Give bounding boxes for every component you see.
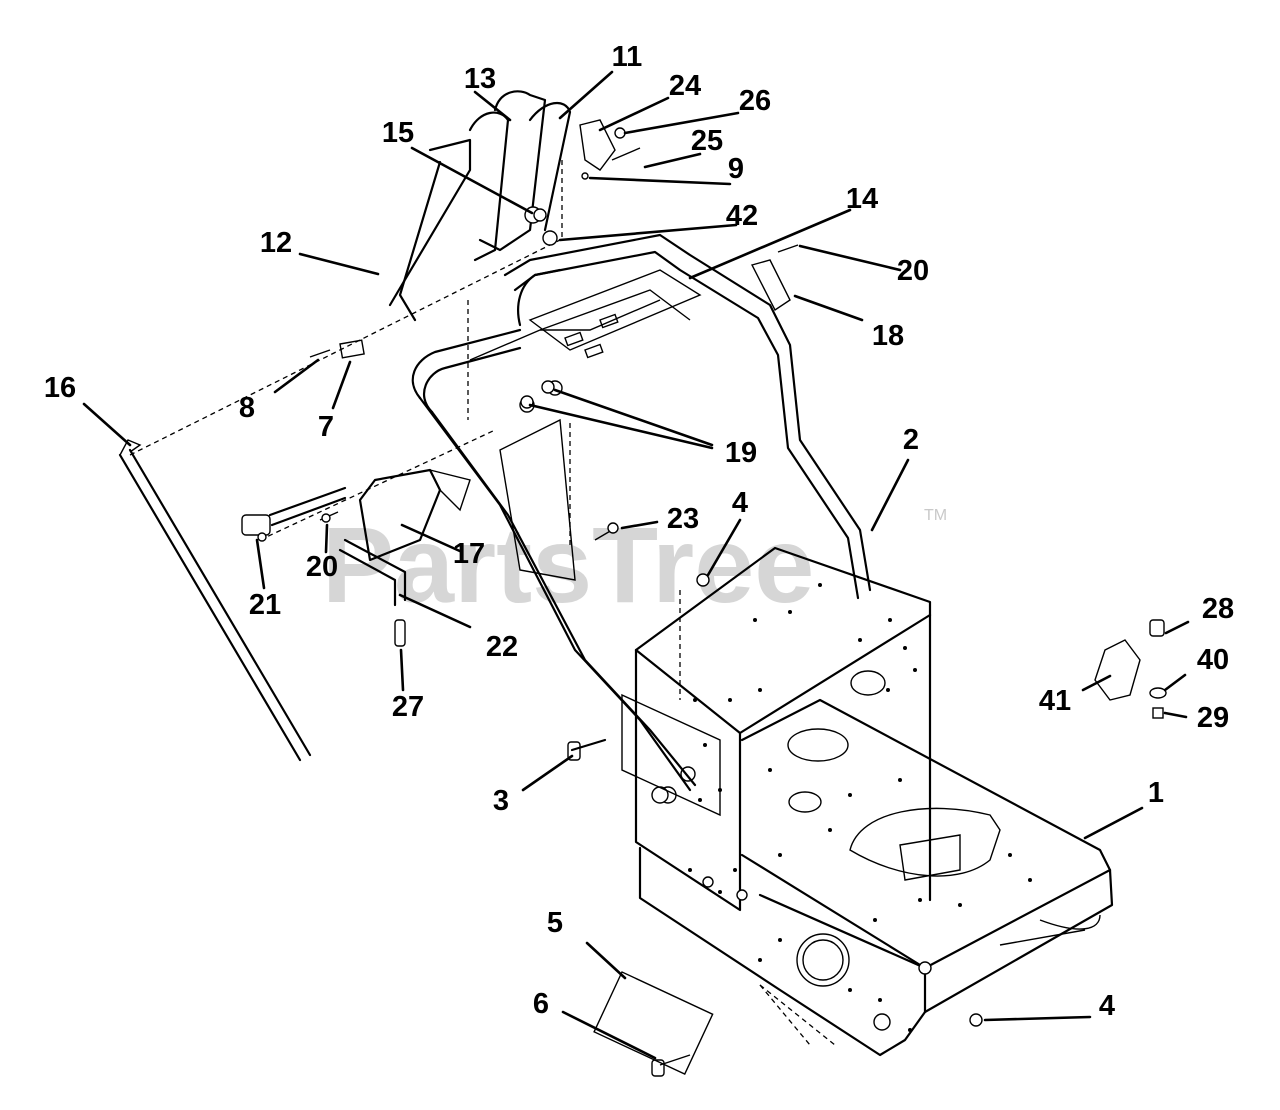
callout-9: 9 <box>728 153 744 185</box>
callout-12: 12 <box>260 227 292 259</box>
callout-4-lower: 4 <box>1099 990 1115 1022</box>
callout-8: 8 <box>239 392 255 424</box>
callout-1: 1 <box>1148 777 1164 809</box>
callout-22: 22 <box>486 631 518 663</box>
callout-7: 7 <box>318 411 334 443</box>
callout-14: 14 <box>846 183 878 215</box>
callout-18: 18 <box>872 320 904 352</box>
callout-28: 28 <box>1202 593 1234 625</box>
callout-27: 27 <box>392 691 424 723</box>
callout-4-upper: 4 <box>732 487 748 519</box>
callout-19: 19 <box>725 437 757 469</box>
callout-labels: 13 11 24 26 15 25 9 42 14 12 20 18 16 8 … <box>44 41 1234 1022</box>
callout-13: 13 <box>464 63 496 95</box>
watermark-text: PartsTree <box>322 504 814 625</box>
callout-2: 2 <box>903 424 919 456</box>
callout-23: 23 <box>667 503 699 535</box>
callout-16: 16 <box>44 372 76 404</box>
callout-11: 11 <box>612 41 643 73</box>
callout-26: 26 <box>739 85 771 117</box>
callout-20-left: 20 <box>306 551 338 583</box>
callout-41: 41 <box>1039 685 1071 717</box>
callout-15: 15 <box>382 117 414 149</box>
callout-20-top: 20 <box>897 255 929 287</box>
callout-6: 6 <box>533 988 549 1020</box>
frame-part-1 <box>634 546 1114 1057</box>
callout-40: 40 <box>1197 644 1229 676</box>
linkage-part-17 <box>241 468 471 647</box>
callout-25: 25 <box>691 125 723 157</box>
callout-24: 24 <box>669 70 701 102</box>
watermark-trademark: TM <box>924 507 947 524</box>
callout-5: 5 <box>547 907 563 939</box>
callout-42: 42 <box>726 200 758 232</box>
rod-part-16 <box>118 439 312 762</box>
callout-3: 3 <box>493 785 509 817</box>
callout-29: 29 <box>1197 702 1229 734</box>
callout-17: 17 <box>453 538 485 570</box>
callout-21: 21 <box>249 589 281 621</box>
leader-lines <box>82 70 1190 1060</box>
